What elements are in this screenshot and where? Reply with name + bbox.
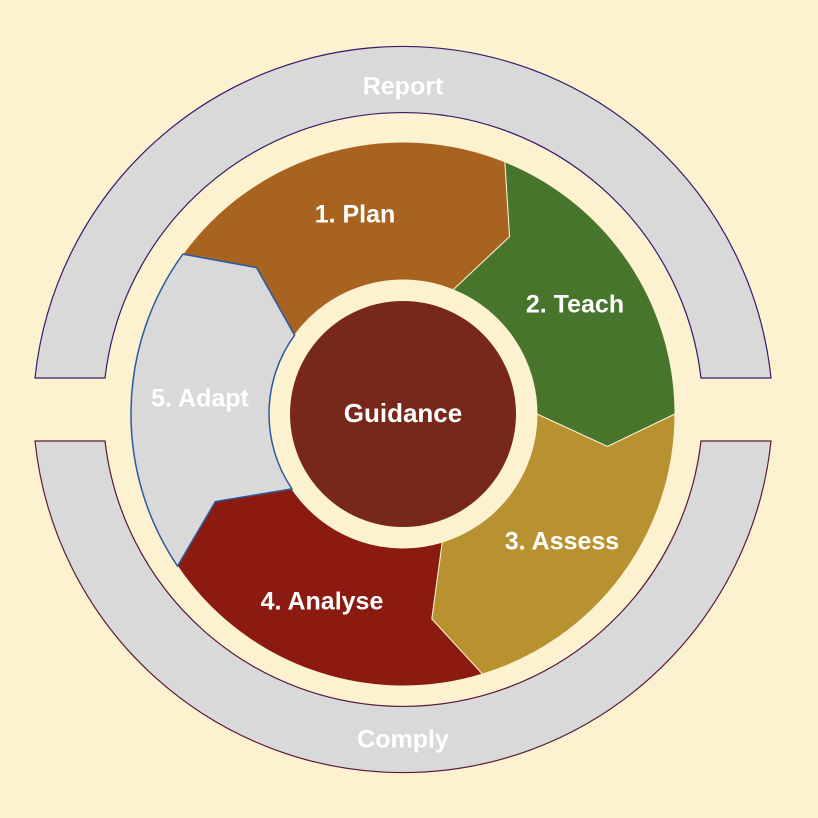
step-segment-adapt	[130, 253, 296, 568]
comply-band	[34, 440, 772, 774]
guidance-circle	[290, 301, 516, 527]
guidance-label: Guidance	[344, 398, 462, 428]
step-label-assess: 3. Assess	[505, 528, 619, 556]
comply-label: Comply	[357, 726, 449, 754]
step-segment-analyse	[176, 488, 484, 687]
step-label-teach: 2. Teach	[526, 291, 624, 319]
report-band	[34, 45, 772, 379]
step-label-plan: 1. Plan	[315, 201, 396, 229]
step-label-analyse: 4. Analyse	[261, 588, 384, 616]
step-segment-plan	[182, 141, 511, 337]
report-label: Report	[363, 73, 444, 101]
step-label-adapt: 5. Adapt	[151, 385, 249, 413]
step-segment-assess	[431, 413, 676, 675]
step-segment-teach	[452, 161, 676, 447]
